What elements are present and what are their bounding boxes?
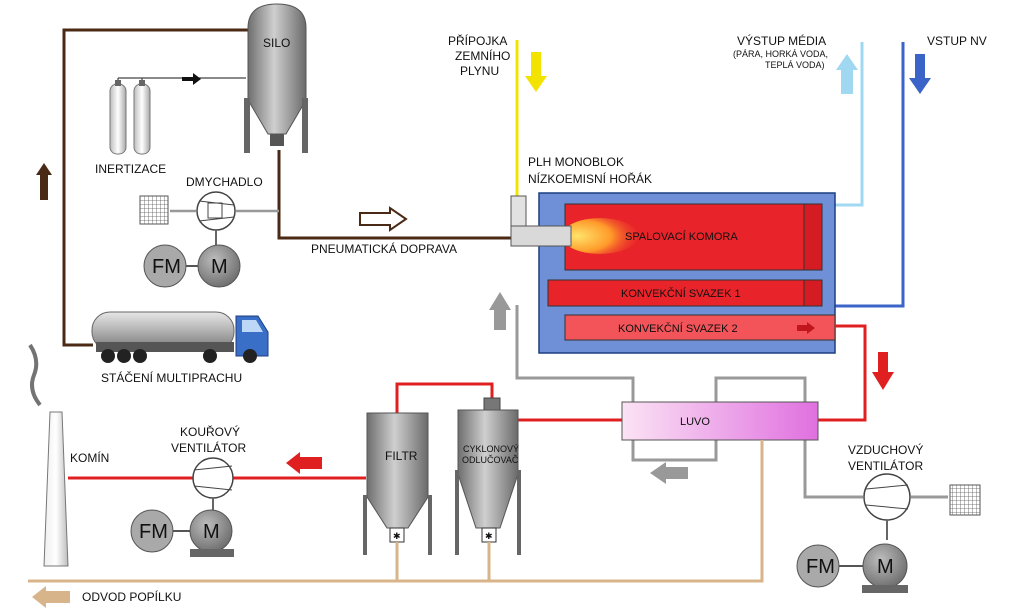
vzduchovy-label-1: VZDUCHOVÝ — [848, 442, 923, 457]
luvo-box — [621, 401, 819, 441]
pripojka-label-3: PLYNU — [460, 64, 499, 78]
konvekcni-2-arrow — [797, 322, 815, 334]
fan-icon — [192, 457, 234, 499]
fuel-up-arrow — [36, 163, 52, 200]
vstup-nv-label: VSTUP NV — [927, 34, 987, 48]
konvekcni-2-label: KONVEKČNÍ SVAZEK 2 — [618, 322, 738, 335]
water-in-line — [822, 42, 905, 308]
svg-text:✱: ✱ — [393, 531, 401, 541]
chimney-icon — [28, 343, 69, 567]
tanker-truck-icon — [91, 311, 269, 363]
water-in-arrow — [909, 54, 931, 94]
pripojka-label-2: ZEMNÍHO — [455, 48, 510, 63]
m-label-3: M — [877, 556, 894, 578]
blower-icon — [196, 191, 236, 231]
pripojka-label-1: PŘÍPOJKA — [448, 33, 507, 48]
motor-icon: FM M — [796, 543, 908, 593]
filtr-label: FILTR — [385, 449, 418, 463]
svg-text:✱: ✱ — [485, 531, 493, 541]
odvod-label: ODVOD POPÍLKU — [82, 589, 181, 604]
plh-label-1: PLH MONOBLOK — [528, 155, 624, 169]
silo-icon — [244, 3, 308, 153]
kourovy-label-1: KOUŘOVÝ — [180, 424, 240, 439]
vystup-media-label: VÝSTUP MÉDIA — [737, 33, 826, 48]
kourovy-label-2: VENTILÁTOR — [171, 440, 246, 455]
pneumatic-transport-arrow — [359, 206, 408, 232]
staceni-label: STÁČENÍ MULTIPRACHU — [101, 370, 242, 385]
burner-icon — [510, 195, 572, 247]
gas-cylinder-icon — [109, 77, 246, 155]
inertizace-label: INERTIZACE — [95, 162, 166, 176]
air-left-arrow — [650, 462, 688, 484]
silo-label: SILO — [263, 36, 290, 50]
media-out-arrow — [836, 54, 858, 94]
inert-flow-arrow — [182, 73, 201, 85]
vystup-media-sub2: TEPLÁ VODA) — [765, 60, 825, 70]
pneumaticka-doprava-label: PNEUMATICKÁ DOPRAVA — [311, 241, 457, 256]
flue-down-arrow — [872, 352, 894, 390]
fm-label-3: FM — [806, 556, 835, 578]
ash-left-arrow — [32, 586, 70, 608]
fm-label-1: FM — [152, 256, 181, 278]
filter-icon: ✱ — [363, 412, 432, 555]
fuel-line — [62, 28, 516, 347]
motor-icon: FM M — [130, 509, 234, 557]
boiler-body — [538, 192, 836, 354]
m-label-1: M — [211, 256, 228, 278]
motor-icon: FM M — [143, 244, 241, 288]
konvekcni-1-label: KONVEKČNÍ SVAZEK 1 — [621, 287, 741, 300]
m-label-2: M — [203, 521, 220, 543]
filter-grid-icon — [949, 484, 981, 516]
filter-grid-icon — [139, 195, 169, 225]
komin-label: KOMÍN — [70, 450, 109, 465]
cyklon-label-1: CYKLONOVÝ — [463, 444, 519, 454]
dmychadlo-label: DMYCHADLO — [186, 175, 263, 189]
gas-down-arrow — [525, 52, 547, 92]
vzduchovy-label-2: VENTILÁTOR — [848, 458, 923, 473]
flue-left-arrow — [286, 452, 322, 474]
cyclone-icon: ✱ — [455, 397, 521, 555]
flue-gas-line — [68, 324, 867, 480]
plh-label-2: NÍZKOEMISNÍ HOŘÁK — [528, 171, 652, 186]
fan-icon — [863, 473, 911, 521]
cyklon-label-2: ODLUČOVAČ — [462, 455, 519, 465]
luvo-label: LUVO — [680, 416, 710, 428]
fm-label-2: FM — [139, 521, 168, 543]
air-up-arrow — [489, 292, 511, 330]
ash-line — [28, 440, 764, 583]
spalovaci-komora-label: SPALOVACÍ KOMORA — [625, 230, 738, 243]
vystup-media-sub1: (PÁRA, HORKÁ VODA, — [733, 49, 828, 59]
